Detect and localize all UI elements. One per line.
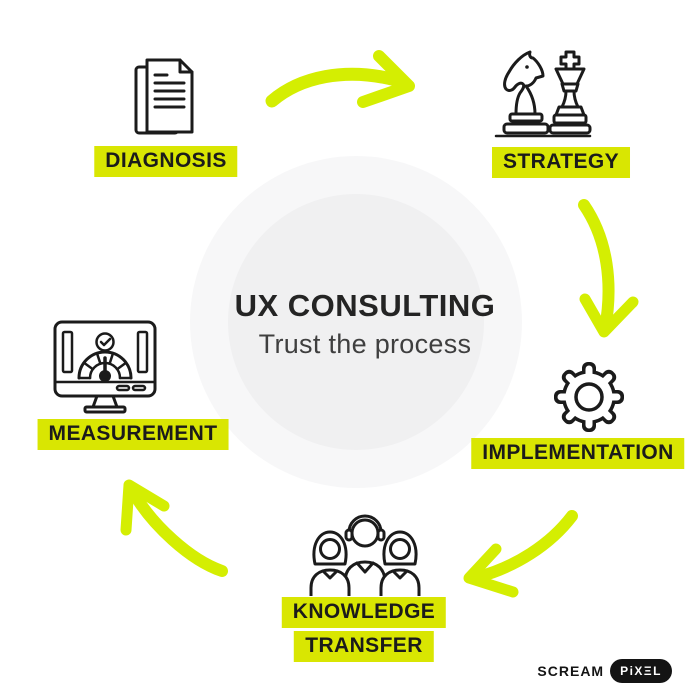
stage-label-knowledge: KNOWLEDGE <box>281 597 447 628</box>
page-subtitle: Trust the process <box>258 329 472 359</box>
stage-label-transfer: TRANSFER <box>294 631 434 662</box>
stage-knowledge-transfer: KNOWLEDGE TRANSFER <box>281 597 447 662</box>
arrow-implementation-to-knowledge-transfer <box>463 510 578 598</box>
stage-label-implementation: IMPLEMENTATION <box>471 438 685 469</box>
stage-label-diagnosis: DIAGNOSIS <box>94 146 238 177</box>
gear-icon <box>554 362 624 432</box>
chess-pieces-icon <box>494 50 592 138</box>
process-circle-inner <box>228 194 484 450</box>
stage-label-measurement: MEASUREMENT <box>37 419 229 450</box>
stage-strategy: STRATEGY <box>492 147 630 178</box>
page-title: UX CONSULTING <box>234 288 496 323</box>
stage-diagnosis: DIAGNOSIS <box>94 146 238 177</box>
dashboard-gauge-icon <box>53 320 157 414</box>
brand-logo-text: SCREAM <box>537 663 605 679</box>
arrow-diagnosis-to-strategy <box>265 50 415 108</box>
arrow-strategy-to-implementation <box>578 199 639 338</box>
center-text-block: UX CONSULTING Trust the process <box>235 288 496 360</box>
stage-measurement: MEASUREMENT <box>37 419 229 450</box>
stage-implementation: IMPLEMENTATION <box>471 438 685 469</box>
documents-icon <box>134 58 194 135</box>
brand-logo: SCREAM PiXΞL <box>537 659 672 683</box>
brand-logo-badge: PiXΞL <box>610 659 672 683</box>
arrow-knowledge-transfer-to-measurement <box>120 479 228 577</box>
team-icon <box>309 514 421 596</box>
stage-label-strategy: STRATEGY <box>492 147 630 178</box>
